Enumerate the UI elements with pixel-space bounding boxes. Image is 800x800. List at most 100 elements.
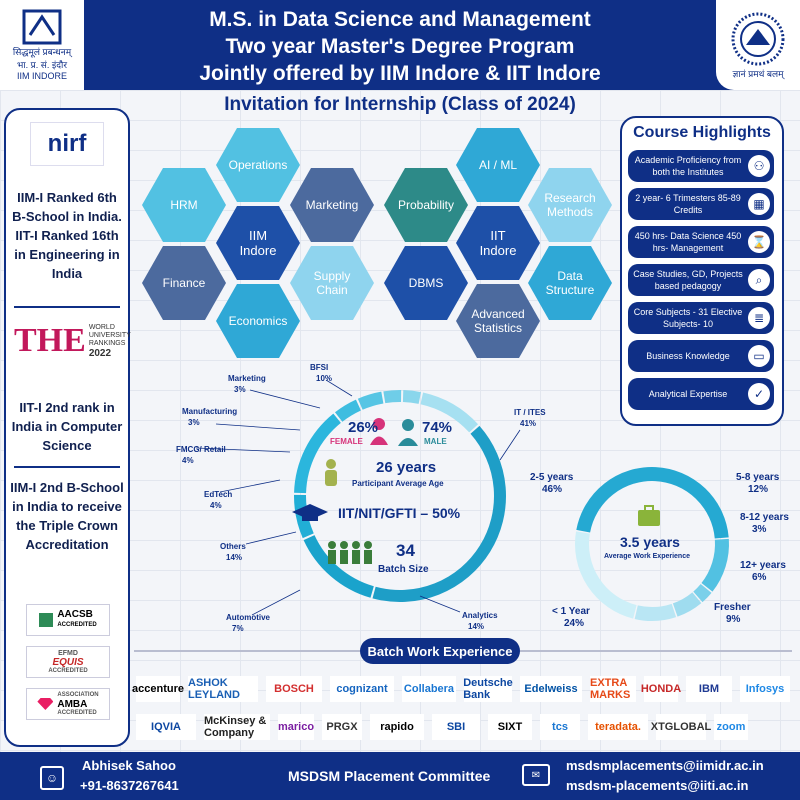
hex-finance: Finance <box>142 246 226 320</box>
the-year: 2022 <box>88 347 112 359</box>
company-logo: zoom <box>714 714 748 740</box>
amba-sub: ACCREDITED <box>57 709 97 716</box>
hex-iit-label: IIT Indore <box>479 228 517 258</box>
course-highlight-item: Analytical Expertise✓ <box>628 378 774 410</box>
company-logo: Edelweiss <box>520 676 582 702</box>
aacsb-sub: ACCREDITED <box>57 622 97 628</box>
amba-text: AMBA <box>57 698 88 710</box>
page-subtitle: Invitation for Internship (Class of 2024… <box>224 94 576 115</box>
hex-iim-label: IIM Indore <box>239 228 277 258</box>
course-highlight-item: 450 hrs- Data Science 450 hrs- Managemen… <box>628 226 774 258</box>
logo-left-line1: सिद्धमूलं प्रबन्धनम् <box>12 47 72 57</box>
divider <box>14 306 120 308</box>
equis-top: EFMD <box>58 649 78 657</box>
equis-badge: EFMD EQUIS ACCREDITED <box>26 646 110 678</box>
hex-supply-label: Supply Chain <box>313 269 351 297</box>
aacsb-badge: AACSB ACCREDITED <box>26 604 110 636</box>
aacsb-icon <box>39 613 54 627</box>
hex-data-structure: Data Structure <box>528 246 612 320</box>
course-highlight-text: Case Studies, GD, Projects based pedagog… <box>633 269 743 291</box>
magnifier-doc-icon: ⌕ <box>748 269 770 291</box>
company-logo: Deutsche Bank <box>463 676 513 702</box>
the-sub3: RANKINGS <box>88 339 126 347</box>
hourglass-icon: ⌛ <box>748 231 770 253</box>
rankings-panel: nirf IIM-I Ranked 6th B-School in India.… <box>4 108 131 747</box>
company-logo: teradata. <box>588 714 648 740</box>
header-banner: सिद्धमूलं प्रबन्धनम् भा. प्र. सं. इंदौर … <box>0 0 800 90</box>
company-logo: tcs <box>540 714 580 740</box>
hex-advanced-statistics: Advanced Statistics <box>456 284 540 358</box>
course-highlight-item: 2 year- 6 Trimesters 85-89 Credits ▦ <box>628 188 774 220</box>
course-highlights-title: Course Highlights <box>633 124 771 141</box>
committee-name: MSDSM Placement Committee <box>288 768 491 784</box>
handshake-icon: ⚇ <box>748 155 770 177</box>
hex-economics: Economics <box>216 284 300 358</box>
contact-phone[interactable]: +91-8637267641 <box>80 778 179 793</box>
header-line2: Two year Master's Degree Program <box>225 35 575 58</box>
course-highlight-text: Core Subjects - 31 Elective Subjects- 10 <box>633 307 743 329</box>
calendar-icon: ▦ <box>748 193 770 215</box>
logo-right-text: ज्ञानं प्रमथं बलम् <box>732 68 784 79</box>
batch-work-experience-title: Batch Work Experience <box>360 638 520 664</box>
company-logo: accenture <box>132 676 184 702</box>
company-logo: Infosys <box>740 676 790 702</box>
company-logo: marico <box>278 714 314 740</box>
header-line1: M.S. in Data Science and Management <box>209 8 591 31</box>
nirf-text: nirf <box>47 130 87 157</box>
hex-supply-chain: Supply Chain <box>290 246 374 320</box>
contact-name: Abhisek Sahoo <box>82 758 176 773</box>
divider <box>14 466 120 468</box>
ranking-3-text: IIM-I 2nd B-School in India to receive t… <box>10 480 124 552</box>
equis-text: EQUIS <box>52 656 84 668</box>
nirf-logo: nirf <box>30 122 104 166</box>
header-line3: Jointly offered by IIM Indore & IIT Indo… <box>199 62 601 85</box>
aacsb-text: AACSB <box>57 609 93 620</box>
course-highlight-item: Case Studies, GD, Projects based pedagog… <box>628 264 774 296</box>
iit-emblem-icon <box>731 12 785 65</box>
logo-left-line3: IIM INDORE <box>16 71 67 81</box>
books-icon: ≣ <box>748 307 770 329</box>
company-logo: EXTRA MARKS <box>590 676 636 702</box>
company-logo: BOSCH <box>266 676 322 702</box>
course-highlight-text: Business Knowledge <box>646 351 730 361</box>
checklist-icon: ✓ <box>748 383 770 405</box>
iit-indore-logo: ज्ञानं प्रमथं बलम् <box>716 0 800 90</box>
ranking-2-text: IIT-I 2nd rank in India in Computer Scie… <box>11 400 123 453</box>
iim-emblem-icon <box>22 9 62 45</box>
course-highlight-text: 2 year- 6 Trimesters 85-89 Credits <box>635 193 741 215</box>
person-icon: ☺ <box>40 766 64 790</box>
company-logo: XTGLOBAL <box>651 714 711 740</box>
the-rankings-logo: THE WORLD UNIVERSITY RANKINGS 2022 <box>14 318 131 364</box>
company-logo: SIXT <box>488 714 532 740</box>
course-highlight-text: Academic Proficiency from both the Insti… <box>634 155 742 177</box>
company-logo: IQVIA <box>136 714 196 740</box>
mail-icon: ✉ <box>522 764 550 786</box>
divider-right <box>520 650 792 652</box>
equis-sub: ACCREDITED <box>48 667 88 674</box>
hex-research-label: Research Methods <box>544 191 596 219</box>
course-highlight-item: Business Knowledge ▭ <box>628 340 774 372</box>
amba-top: ASSOCIATION <box>57 691 99 698</box>
iim-indore-logo: सिद्धमूलं प्रबन्धनम् भा. प्र. सं. इंदौर … <box>0 0 84 90</box>
company-logo: PRGX <box>322 714 362 740</box>
briefcase-icon: ▭ <box>748 345 770 367</box>
hex-dbms: DBMS <box>384 246 468 320</box>
ranking-1-text: IIM-I Ranked 6th B-School in India. IIT-… <box>12 190 122 281</box>
course-highlight-item: Core Subjects - 31 Elective Subjects- 10… <box>628 302 774 334</box>
company-logo: Collabera <box>402 676 456 702</box>
company-logo: ASHOK LEYLAND <box>188 676 258 702</box>
hex-iim-indore: IIM Indore <box>216 206 300 280</box>
course-highlight-text: 450 hrs- Data Science 450 hrs- Managemen… <box>634 231 742 253</box>
company-logo: IBM <box>686 676 732 702</box>
company-logo: McKinsey & Company <box>204 714 270 740</box>
email-iim[interactable]: msdsmplacements@iimidr.ac.in <box>566 758 764 773</box>
course-highlights-panel: Course Highlights Academic Proficiency f… <box>620 116 784 426</box>
divider-left <box>134 650 360 652</box>
company-logo: cognizant <box>330 676 394 702</box>
hex-adv-label: Advanced Statistics <box>471 307 525 335</box>
hex-ds-label: Data Structure <box>545 269 595 297</box>
company-logo: HONDA <box>641 676 681 702</box>
the-brand: THE <box>14 322 86 359</box>
email-iit[interactable]: msdsm-placements@iiti.ac.in <box>566 778 749 793</box>
